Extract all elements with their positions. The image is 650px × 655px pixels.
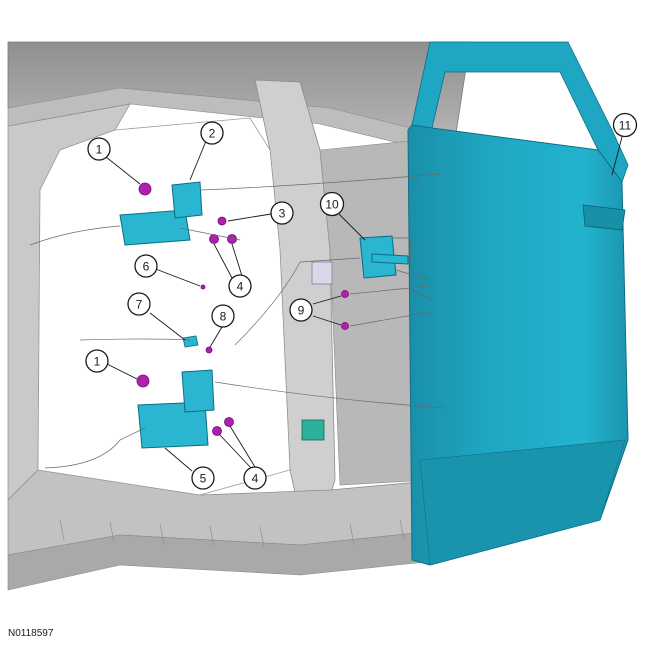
- callout-4-upper: 4: [228, 274, 252, 298]
- callout-6: 6: [134, 254, 158, 278]
- vehicle-body: [7, 41, 471, 591]
- lower-hinge-body-side: [137, 401, 209, 449]
- bolt-4-lower-b: [224, 417, 234, 427]
- door-bottom-edge: [419, 439, 626, 566]
- callout-4-upper-label: 4: [237, 280, 244, 294]
- bolt-3: [217, 216, 227, 226]
- bolt-4-lower-a: [212, 426, 222, 436]
- callout-7-label: 7: [136, 298, 143, 312]
- harness-connector: [182, 335, 199, 348]
- alignment-lines: [29, 173, 446, 469]
- callout-2-label: 2: [209, 127, 216, 141]
- leader-lines: [105, 136, 623, 472]
- wiring-clip: [311, 261, 333, 285]
- door-striker-clip: [301, 419, 325, 441]
- callout-6-label: 6: [143, 260, 150, 274]
- door-check-arm: [359, 235, 409, 279]
- bolt-4-upper-a: [209, 234, 219, 244]
- guide-upper-hinge: [199, 173, 441, 191]
- guide-check-arm-door: [392, 237, 433, 301]
- bolts: [136, 182, 349, 436]
- bolt-9-b: [341, 322, 349, 330]
- callout-1-lower-label: 1: [94, 355, 101, 369]
- door-handle: [582, 204, 626, 231]
- rocker-ribs: [59, 519, 405, 548]
- upper-hinge-body-door: [171, 181, 203, 219]
- guide-check-arm: [234, 257, 361, 346]
- upper-door-hinge: [119, 181, 203, 246]
- guide-lower-hinge: [214, 381, 446, 409]
- callout-3: 3: [270, 201, 294, 225]
- callout-5-label: 5: [200, 472, 207, 486]
- rear-door-opening: [319, 139, 431, 486]
- bolt-9-a: [341, 290, 349, 298]
- bolt-1-lower: [136, 374, 150, 388]
- callout-4-lower-label: 4: [252, 472, 259, 486]
- front-door: [407, 41, 629, 566]
- callout-8-label: 8: [220, 310, 227, 324]
- callout-11-label: 11: [619, 119, 632, 133]
- callout-9-label: 9: [298, 304, 305, 318]
- door-opening-inner: [37, 117, 291, 496]
- callout-10: 10: [319, 191, 345, 217]
- nut-6: [200, 284, 206, 290]
- guide-check-arm-door2: [395, 269, 431, 281]
- guide-lower-side: [44, 427, 146, 469]
- callout-1-upper-label: 1: [96, 143, 103, 157]
- lower-door-hinge: [137, 369, 215, 449]
- upper-hinge-body-side: [119, 209, 191, 246]
- callout-8: 8: [211, 304, 235, 328]
- check-arm-strap: [371, 253, 409, 265]
- callout-1-lower: 1: [85, 349, 109, 373]
- callout-10-label: 10: [325, 198, 339, 212]
- callout-4-lower: 4: [243, 466, 267, 490]
- figure-id: N0118597: [8, 628, 54, 639]
- callout-11: 11: [612, 112, 638, 138]
- guide-upper-bolts: [179, 227, 241, 241]
- guide-bolts-9: [349, 285, 431, 327]
- callout-9: 9: [289, 298, 313, 322]
- callout-7: 7: [127, 292, 151, 316]
- bolt-1-upper: [138, 182, 152, 196]
- lower-hinge-body-door: [181, 369, 215, 413]
- callout-1-upper: 1: [87, 137, 111, 161]
- callout-5: 5: [191, 466, 215, 490]
- guide-harness: [79, 338, 191, 341]
- guide-upper-side: [29, 225, 121, 246]
- callout-3-label: 3: [279, 207, 286, 221]
- bolt-8: [205, 346, 213, 354]
- callout-2: 2: [200, 121, 224, 145]
